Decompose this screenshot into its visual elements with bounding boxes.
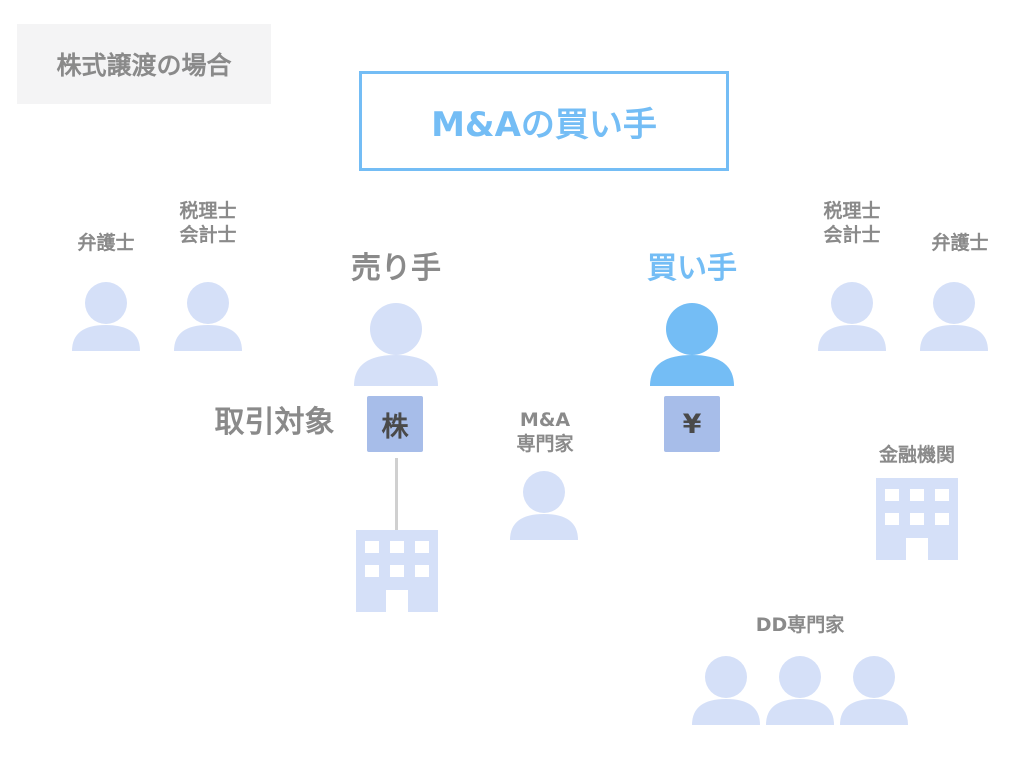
company-building-icon xyxy=(356,530,438,612)
ma-specialist-person-icon xyxy=(510,471,578,540)
left-lawyer-person-icon xyxy=(72,282,140,351)
share-chip: 株 xyxy=(367,396,423,452)
connector-line xyxy=(395,458,398,530)
buyer-label: 買い手 xyxy=(647,251,737,286)
right-tax-accountant-label: 税理士 会計士 xyxy=(823,200,881,246)
dd-specialist-label: DD専門家 xyxy=(755,614,845,636)
bank-building-icon xyxy=(876,478,958,560)
left-tax-accountant-person-icon xyxy=(174,282,242,351)
seller-label: 売り手 xyxy=(351,251,441,286)
right-lawyer-person-icon xyxy=(920,282,988,351)
diagram-title: M&Aの買い手 xyxy=(359,71,729,171)
ma-specialist-label: M&A 専門家 xyxy=(516,409,574,455)
right-tax-accountant-person-icon xyxy=(818,282,886,351)
right-lawyer-label: 弁護士 xyxy=(931,232,989,254)
seller-person-icon xyxy=(354,303,438,386)
transaction-target-label: 取引対象 xyxy=(214,405,335,440)
dd-specialist-person-icon-2 xyxy=(766,656,834,725)
left-tax-accountant-label: 税理士 会計士 xyxy=(179,200,237,246)
dd-specialist-person-icon-1 xyxy=(692,656,760,725)
left-lawyer-label: 弁護士 xyxy=(77,232,135,254)
dd-specialist-person-icon-3 xyxy=(840,656,908,725)
yen-chip: ¥ xyxy=(664,396,720,452)
bank-label: 金融機関 xyxy=(878,444,955,466)
case-tag: 株式譲渡の場合 xyxy=(17,24,271,104)
buyer-person-icon xyxy=(650,303,734,386)
